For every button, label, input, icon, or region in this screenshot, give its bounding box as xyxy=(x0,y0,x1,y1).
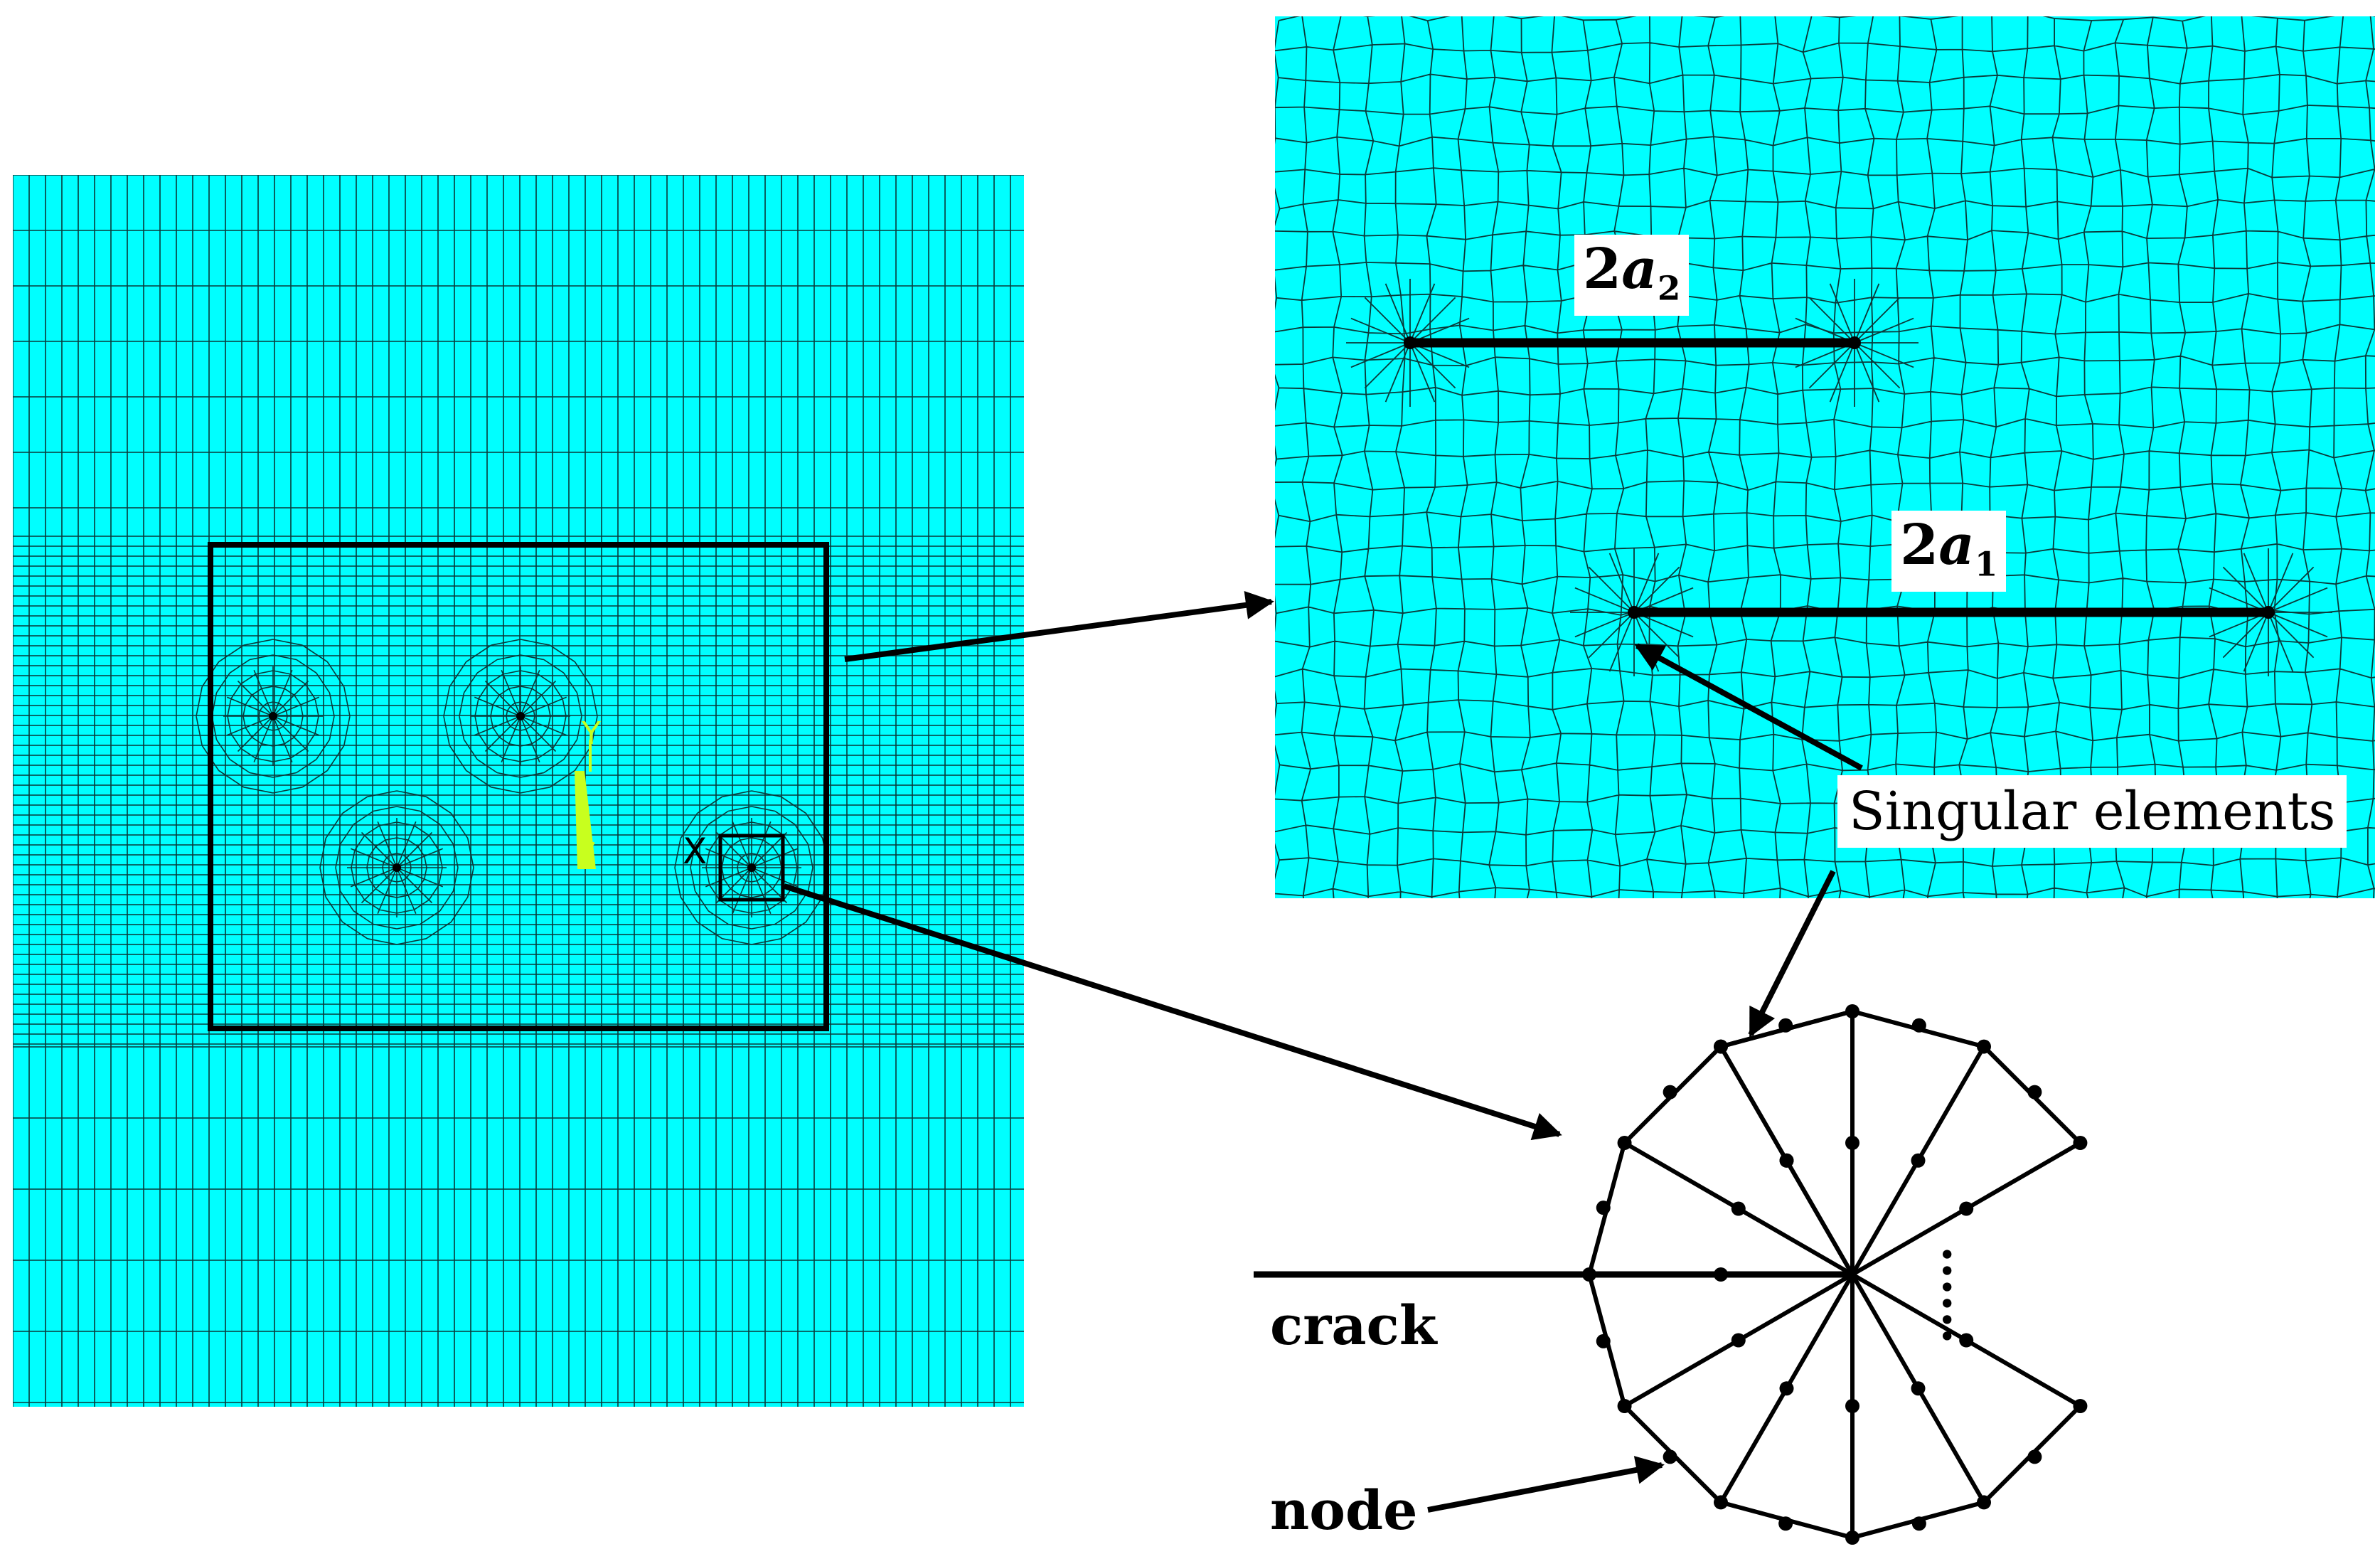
node-dot-icon xyxy=(1779,1153,1794,1168)
crack-length-label-2a2: 2a2 xyxy=(1574,235,1690,316)
singular-elements-label: Singular elements xyxy=(1837,775,2347,848)
node-dot-icon xyxy=(1582,1267,1596,1282)
node-dot-icon xyxy=(1845,1004,1859,1018)
full-plate-mesh-panel xyxy=(13,175,1024,1407)
zoom-region-frame xyxy=(208,542,829,1031)
node-dot-icon xyxy=(1596,1334,1611,1348)
node-dot-icon xyxy=(1911,1018,1926,1033)
crack-tip-frame xyxy=(718,834,785,902)
node-dot-icon xyxy=(1714,1039,1728,1054)
crack-length-label-2a1: 2a1 xyxy=(1891,511,2007,592)
node-dot-icon xyxy=(1778,1018,1793,1033)
node-dot-icon xyxy=(1911,1516,1926,1531)
node-dot-icon xyxy=(1911,1381,1926,1396)
node-dot-icon xyxy=(1714,1267,1728,1282)
singular-element-sketch xyxy=(1254,1004,2088,1545)
node-dot-icon xyxy=(1977,1039,1991,1054)
crack-tip-icon xyxy=(1404,336,2275,619)
node-dot-icon xyxy=(1977,1495,1991,1510)
node-dot-icon xyxy=(2027,1449,2042,1464)
node-dot-icon xyxy=(1959,1201,1974,1216)
axis-x-label: X xyxy=(683,831,708,872)
node-dot-icon xyxy=(1617,1136,1632,1150)
axis-triad-icon xyxy=(575,740,596,869)
node-dot-icon xyxy=(1714,1495,1728,1510)
node-dot-icon xyxy=(1779,1381,1794,1396)
arrow-icon xyxy=(844,590,1274,662)
crack-label: crack xyxy=(1270,1294,1437,1357)
node-dot-icon xyxy=(1845,1399,1859,1413)
arrow-icon xyxy=(1748,870,1836,1038)
node-dot-icon xyxy=(2073,1399,2088,1413)
arrow-icon xyxy=(1634,643,1863,771)
node-dot-icon xyxy=(1911,1153,1926,1168)
node-dot-icon xyxy=(1778,1516,1793,1531)
node-dot-icon xyxy=(1663,1085,1677,1100)
node-dot-icon xyxy=(1731,1333,1746,1348)
node-dot-icon xyxy=(2027,1085,2042,1100)
node-dot-icon xyxy=(1845,1531,1859,1545)
node-dot-icon xyxy=(1663,1449,1677,1464)
arrow-icon xyxy=(1427,1456,1665,1513)
arrow-icon xyxy=(783,883,1562,1141)
node-dot-icon xyxy=(1617,1399,1632,1413)
crack-tip-icon xyxy=(269,712,756,872)
node-dot-icon xyxy=(1845,1136,1859,1150)
axis-y-label: Y xyxy=(582,715,601,752)
node-dot-icon xyxy=(2073,1136,2088,1150)
node-dot-icon xyxy=(1731,1201,1746,1216)
ellipsis-label: ...... xyxy=(1932,1246,1987,1344)
full-plate-mesh xyxy=(13,175,1024,1407)
node-dot-icon xyxy=(1959,1333,1974,1348)
axis-z-label: Z xyxy=(577,837,597,868)
node-dot-icon xyxy=(1596,1201,1611,1215)
node-label: node xyxy=(1270,1479,1418,1542)
